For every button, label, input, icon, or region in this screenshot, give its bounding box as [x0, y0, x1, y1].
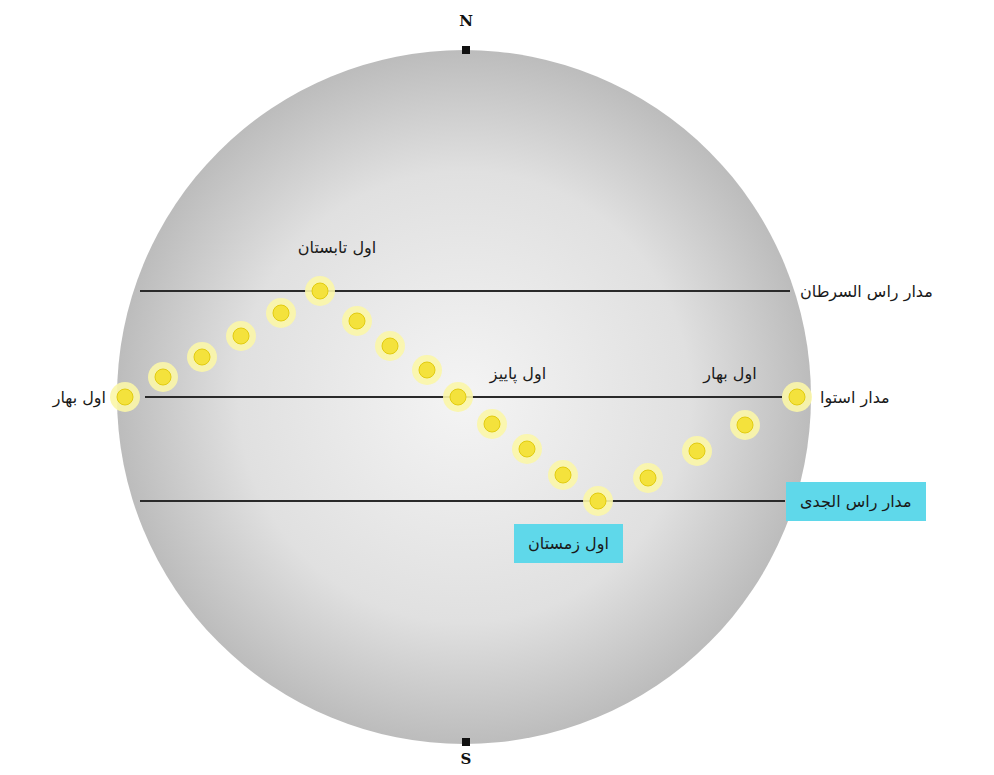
sun-halo — [148, 362, 178, 392]
sun-core — [419, 362, 435, 378]
sun-core — [689, 443, 705, 459]
sun-core — [312, 283, 328, 299]
sun-halo — [477, 409, 507, 439]
sun-core — [233, 328, 249, 344]
south-pole-mark — [462, 738, 470, 746]
sun-position — [187, 342, 217, 372]
sun-core — [737, 417, 753, 433]
season-label: اول تابستان — [298, 238, 376, 257]
earth-globe — [117, 50, 811, 744]
sun-position — [443, 382, 473, 412]
sun-halo — [266, 298, 296, 328]
tropic-of-capricorn-line — [140, 500, 785, 502]
season-label: اول بهار — [53, 388, 106, 407]
sun-position — [477, 409, 507, 439]
season-label: اول بهار — [703, 364, 756, 383]
sun-position — [226, 321, 256, 351]
sun-halo — [110, 382, 140, 412]
sun-halo — [548, 460, 578, 490]
sun-halo — [342, 306, 372, 336]
sun-core — [382, 338, 398, 354]
sun-core — [349, 313, 365, 329]
tropic-of-cancer-line — [140, 290, 790, 292]
sun-halo — [512, 434, 542, 464]
sun-core — [273, 305, 289, 321]
sun-core — [590, 493, 606, 509]
season-label: اول پاییز — [490, 364, 546, 383]
sun-halo — [730, 410, 760, 440]
sun-position — [110, 382, 140, 412]
sun-core — [484, 416, 500, 432]
sun-halo — [412, 355, 442, 385]
season-label: اول زمستان — [514, 524, 623, 563]
sun-halo — [633, 463, 663, 493]
sun-core — [640, 470, 656, 486]
north-pole-mark — [462, 46, 470, 54]
sun-core — [194, 349, 210, 365]
sun-position — [548, 460, 578, 490]
tropic-label: مدار راس السرطان — [800, 282, 933, 301]
sun-position — [633, 463, 663, 493]
sun-core — [155, 369, 171, 385]
sun-core — [789, 389, 805, 405]
sun-halo — [682, 436, 712, 466]
sun-position — [148, 362, 178, 392]
sun-position — [682, 436, 712, 466]
sun-position — [375, 331, 405, 361]
north-label: N — [459, 12, 473, 30]
sun-position — [266, 298, 296, 328]
sun-position — [512, 434, 542, 464]
sun-halo — [305, 276, 335, 306]
sun-halo — [187, 342, 217, 372]
tropic-label: مدار راس الجدی — [786, 482, 926, 521]
sun-position — [730, 410, 760, 440]
sun-position — [782, 382, 812, 412]
sun-position — [342, 306, 372, 336]
sun-core — [450, 389, 466, 405]
sun-core — [519, 441, 535, 457]
sun-halo — [226, 321, 256, 351]
sun-halo — [583, 486, 613, 516]
sun-position — [583, 486, 613, 516]
sun-halo — [375, 331, 405, 361]
sun-halo — [443, 382, 473, 412]
sun-position — [412, 355, 442, 385]
sun-halo — [782, 382, 812, 412]
sun-core — [117, 389, 133, 405]
south-label: S — [461, 750, 472, 768]
equator-label: مدار استوا — [820, 388, 890, 407]
sun-core — [555, 467, 571, 483]
sun-position — [305, 276, 335, 306]
